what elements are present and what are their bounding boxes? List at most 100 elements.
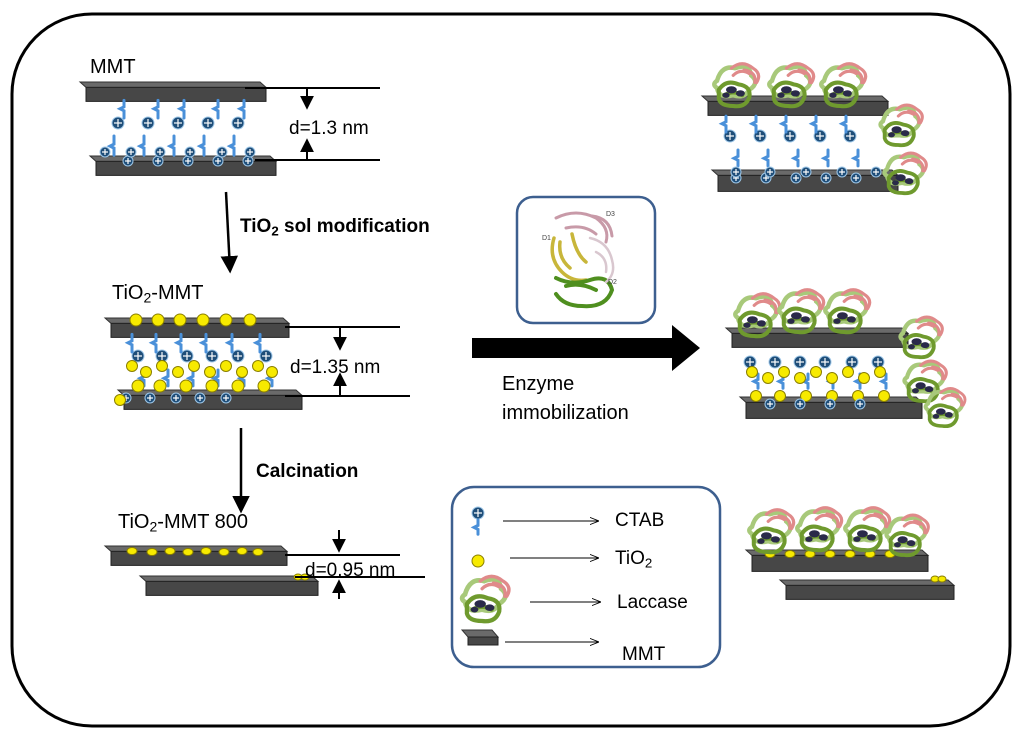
laccase-copper-site	[747, 316, 758, 324]
ctab-head	[764, 166, 776, 178]
laccase-copper-site	[726, 86, 737, 94]
tio2-particle	[784, 550, 796, 558]
laccase-copper-site	[892, 180, 899, 186]
laccase-domain-pink	[860, 506, 892, 529]
ctab-tail	[226, 134, 236, 157]
tio2-particle	[172, 366, 184, 378]
mmt-clay-calcined	[103, 545, 320, 596]
tio2-particle	[219, 313, 233, 327]
tio2-particle	[243, 313, 257, 327]
laccase-domain-pink	[899, 151, 928, 173]
laccase-copper-site	[829, 92, 837, 98]
ctab-tail	[236, 98, 246, 120]
ctab-tail	[718, 114, 728, 134]
ctab-head	[730, 166, 742, 178]
ctab-tail	[878, 372, 888, 390]
mmt-plate-front	[751, 554, 929, 572]
ctab-head	[244, 146, 256, 158]
ctab-head	[231, 116, 245, 130]
laccase-copper-site	[891, 126, 902, 134]
arrow-enzyme-immobilization	[472, 325, 700, 371]
ctab-head	[231, 349, 245, 363]
laccase-copper-site	[777, 92, 785, 98]
ctab-tail	[185, 368, 195, 388]
tio2-particle	[844, 550, 856, 558]
mmt-plate-front	[467, 636, 499, 646]
d-spacing-marker-3	[285, 530, 425, 599]
domain-label: D2	[608, 279, 617, 286]
label-mmt: MMT	[90, 56, 136, 78]
laccase-copper-site	[722, 92, 730, 98]
tio2-particle	[129, 313, 143, 327]
ctab-head	[99, 146, 111, 158]
tio2-particle	[858, 372, 870, 384]
laccase-molecule	[777, 288, 826, 335]
label-enzyme: Enzyme	[502, 373, 575, 395]
laccase-molecule	[795, 506, 844, 553]
ctab-head	[764, 398, 776, 410]
tio2-particle	[762, 372, 774, 384]
ctab-tail	[252, 332, 262, 354]
ctab-head	[818, 355, 832, 369]
ctab-head	[854, 398, 866, 410]
tio2-particle	[471, 554, 485, 568]
tio2-particle	[179, 379, 193, 393]
laccase-copper-site	[895, 174, 906, 182]
mmt-plate	[778, 579, 956, 600]
tio2-particle	[204, 366, 216, 378]
ctab-tail	[148, 332, 158, 354]
tio2-particle	[114, 394, 126, 406]
ctab-tail	[173, 332, 183, 354]
label-tio2-mmt: TiO2-MMT	[112, 282, 204, 306]
tio2-particle	[266, 366, 278, 378]
immobilized-laccase-tio2-mmt	[724, 288, 967, 429]
mmt-plate-top	[778, 579, 956, 586]
laccase-copper-site	[735, 90, 745, 97]
laccase-copper-site	[805, 536, 813, 542]
tio2-particle	[842, 366, 854, 378]
tio2-particle	[140, 366, 152, 378]
tio2-particle	[252, 360, 264, 372]
laccase-domain-pink	[895, 103, 924, 125]
ctab-head	[870, 166, 882, 178]
laccase-domain-pink	[915, 315, 944, 337]
laccase-copper-site	[743, 322, 751, 328]
ctab-head	[820, 172, 832, 184]
ctab-tail	[808, 114, 818, 134]
ctab-tail	[124, 332, 134, 354]
ctab-tail	[210, 368, 220, 388]
laccase-copper-site	[756, 320, 766, 327]
legend-arrows	[503, 521, 600, 642]
tio2-particle	[156, 360, 168, 372]
laccase-molecule	[747, 508, 796, 555]
mmt-plate	[138, 575, 320, 596]
ctab-tail	[196, 134, 206, 157]
ribbon-d2	[554, 276, 615, 309]
ctab-head	[871, 355, 885, 369]
laccase-molecule	[767, 62, 816, 109]
tio2-particle	[794, 372, 806, 384]
ctab-head	[242, 155, 254, 167]
laccase-copper-site	[866, 534, 876, 541]
tio2-particle	[126, 360, 138, 372]
legend-symbols	[459, 506, 511, 646]
laccase-molecule	[878, 103, 924, 148]
ctab-head	[212, 155, 224, 167]
ctab-tail	[760, 148, 770, 168]
immobilized-laccase-mmt	[700, 62, 928, 196]
laccase-domain-pink	[784, 62, 816, 85]
ctab-tail	[224, 332, 234, 354]
legend-label-laccase: Laccase	[617, 592, 688, 613]
laccase-copper-site	[809, 530, 820, 538]
ctab-head	[220, 392, 232, 404]
tio2-particle	[937, 575, 947, 583]
laccase-copper-site	[900, 130, 910, 137]
ctab-tail	[198, 332, 208, 354]
ctab-head	[170, 392, 182, 404]
laccase-molecule	[843, 506, 892, 553]
laccase-copper-site	[833, 318, 841, 324]
tio2-particle	[188, 360, 200, 372]
ctab-head	[144, 392, 156, 404]
label-immobilization: immobilization	[502, 402, 629, 424]
laccase-copper-site	[837, 312, 848, 320]
